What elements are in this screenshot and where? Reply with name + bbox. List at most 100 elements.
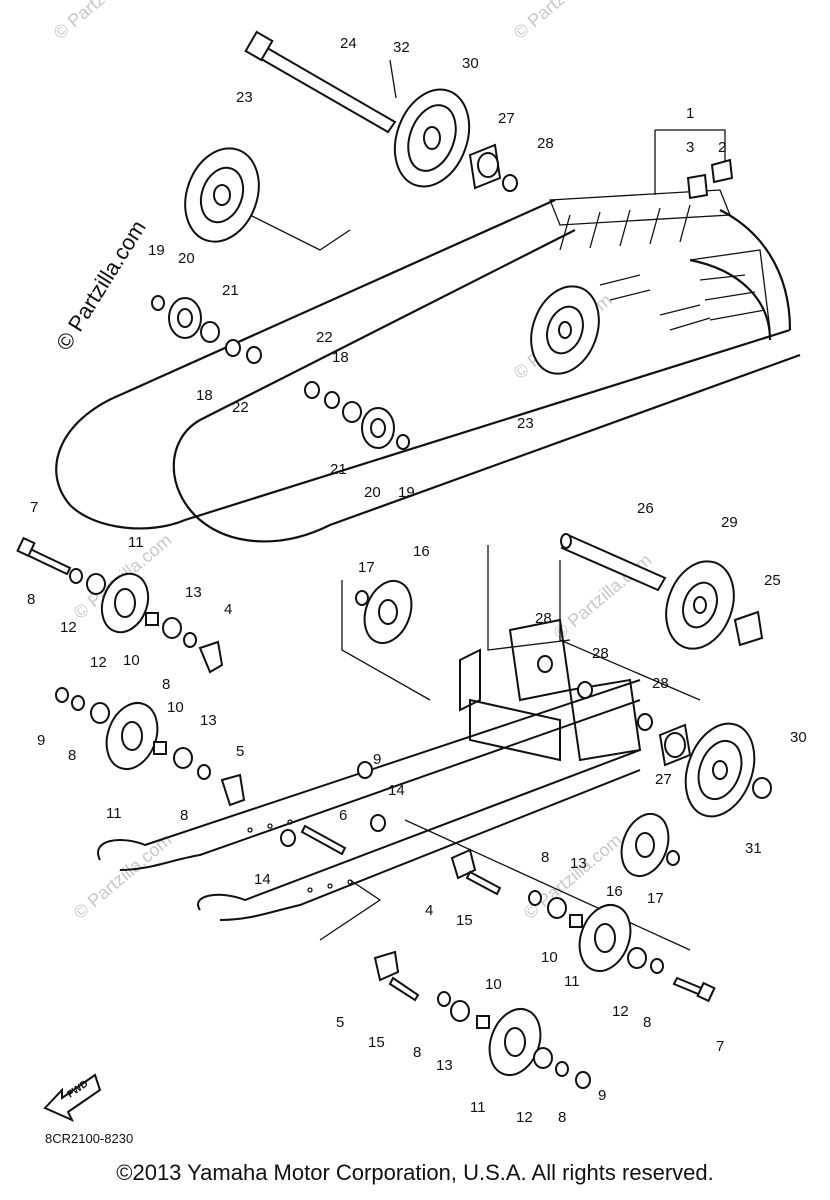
callout-label: 19 xyxy=(398,484,415,501)
wheel-29 xyxy=(665,560,735,650)
callout-label: 8 xyxy=(413,1044,421,1061)
callout-label: 28 xyxy=(537,135,554,152)
wheel-11-c xyxy=(578,904,632,972)
callout-label: 10 xyxy=(167,699,184,716)
fwd-arrow-icon: FWD xyxy=(43,1073,102,1123)
collar-10-c xyxy=(569,914,583,928)
callout-label: 9 xyxy=(598,1087,606,1104)
shaft-26 xyxy=(560,533,667,592)
nut-9-c xyxy=(575,1071,591,1089)
bolt-7-right xyxy=(672,976,716,1003)
collar-12-a xyxy=(86,573,106,595)
callout-label: 1 xyxy=(686,105,694,122)
callout-label: 10 xyxy=(541,949,558,966)
callout-label: 4 xyxy=(425,902,433,919)
washer-8-g xyxy=(437,991,451,1007)
callout-label: 19 xyxy=(148,242,165,259)
watermark-main: © Partzilla.com xyxy=(51,216,151,355)
callout-label: 28 xyxy=(535,610,552,627)
washer-8-e xyxy=(528,890,542,906)
spring-pin-32 xyxy=(389,59,397,99)
collar-12-d xyxy=(533,1047,553,1069)
callout-label: 28 xyxy=(592,645,609,662)
callout-label: 15 xyxy=(456,912,473,929)
washer-18-upper xyxy=(225,339,241,357)
callout-numbers: 24 32 30 23 27 28 1 3 2 19 20 21 18 22 2… xyxy=(27,35,807,1126)
washer-18-mid xyxy=(324,391,340,409)
shaft-24 xyxy=(244,30,397,134)
washer-28-d xyxy=(637,713,653,731)
washer-28-c xyxy=(577,681,593,699)
collar-25 xyxy=(733,610,764,647)
callout-label: 17 xyxy=(358,559,375,576)
bracket-4-b xyxy=(450,848,502,896)
bearing-20-upper xyxy=(168,297,202,339)
faint-watermarks: © Partzilla.com © Partzilla.com © Partzi… xyxy=(50,0,656,923)
collar-10-d xyxy=(476,1015,490,1029)
callout-label: 17 xyxy=(647,890,664,907)
wheel-23-top xyxy=(184,147,260,243)
callout-label: 16 xyxy=(606,883,623,900)
washer-22-mid xyxy=(304,381,320,399)
callout-label: 6 xyxy=(339,807,347,824)
washer-28-b xyxy=(537,655,553,673)
nut-9-b xyxy=(357,761,373,779)
washer-8-f xyxy=(650,958,664,974)
callout-label: 18 xyxy=(332,349,349,366)
bracket-4-a xyxy=(198,640,224,674)
callout-label: 5 xyxy=(236,743,244,760)
callout-label: 13 xyxy=(185,584,202,601)
callout-label: 21 xyxy=(222,282,239,299)
bolt-6 xyxy=(300,824,347,856)
callout-label: 22 xyxy=(232,399,249,416)
callout-label: 11 xyxy=(128,534,144,551)
washer-8-h xyxy=(555,1061,569,1077)
callout-label: 20 xyxy=(178,250,195,267)
callout-label: 26 xyxy=(637,500,654,517)
collar-10-b xyxy=(153,741,167,755)
watermark-faint: © Partzilla.com xyxy=(510,0,616,43)
callout-label: 15 xyxy=(368,1034,385,1051)
callout-label: 14 xyxy=(388,782,405,799)
callout-label: 4 xyxy=(224,601,232,618)
callout-label: 16 xyxy=(413,543,430,560)
callout-label: 11 xyxy=(106,805,122,822)
callout-label: 8 xyxy=(162,676,170,693)
callout-label: 30 xyxy=(790,729,807,746)
callout-label: 11 xyxy=(470,1099,486,1116)
wheel-16-a xyxy=(363,580,413,644)
wheel-16-b xyxy=(620,813,670,877)
callout-label: 32 xyxy=(393,39,410,56)
callout-label: 25 xyxy=(764,572,781,589)
callout-label: 31 xyxy=(745,840,762,857)
callout-label: 8 xyxy=(558,1109,566,1126)
collar-13-c xyxy=(547,897,567,919)
callout-label: 13 xyxy=(436,1057,453,1074)
callout-label: 12 xyxy=(516,1109,533,1126)
washer-17-b xyxy=(666,850,680,866)
callout-label: 28 xyxy=(652,675,669,692)
callout-label: 23 xyxy=(236,89,253,106)
callout-label: 18 xyxy=(196,387,213,404)
callout-label: 8 xyxy=(541,849,549,866)
callout-label: 13 xyxy=(200,712,217,729)
nut-31 xyxy=(752,777,772,799)
collar-27-top xyxy=(468,143,502,190)
wheel-11-a xyxy=(100,572,150,634)
rivets xyxy=(247,819,353,893)
collar-13-b xyxy=(173,747,193,769)
callout-label: 11 xyxy=(564,973,580,990)
callout-label: 13 xyxy=(570,855,587,872)
collar-27-bottom xyxy=(658,723,692,767)
nut-14-b xyxy=(280,829,296,847)
callout-label: 7 xyxy=(716,1038,724,1055)
watermark-faint: © Partzilla.com xyxy=(50,0,156,43)
callout-label: 27 xyxy=(498,110,515,127)
washer-8-b xyxy=(183,632,197,648)
callout-label: 2 xyxy=(718,139,726,156)
bracket-5-b xyxy=(373,950,420,1002)
nut-14-a xyxy=(370,814,386,832)
washer-22-upper xyxy=(246,346,262,364)
suspension-frame xyxy=(97,618,642,921)
